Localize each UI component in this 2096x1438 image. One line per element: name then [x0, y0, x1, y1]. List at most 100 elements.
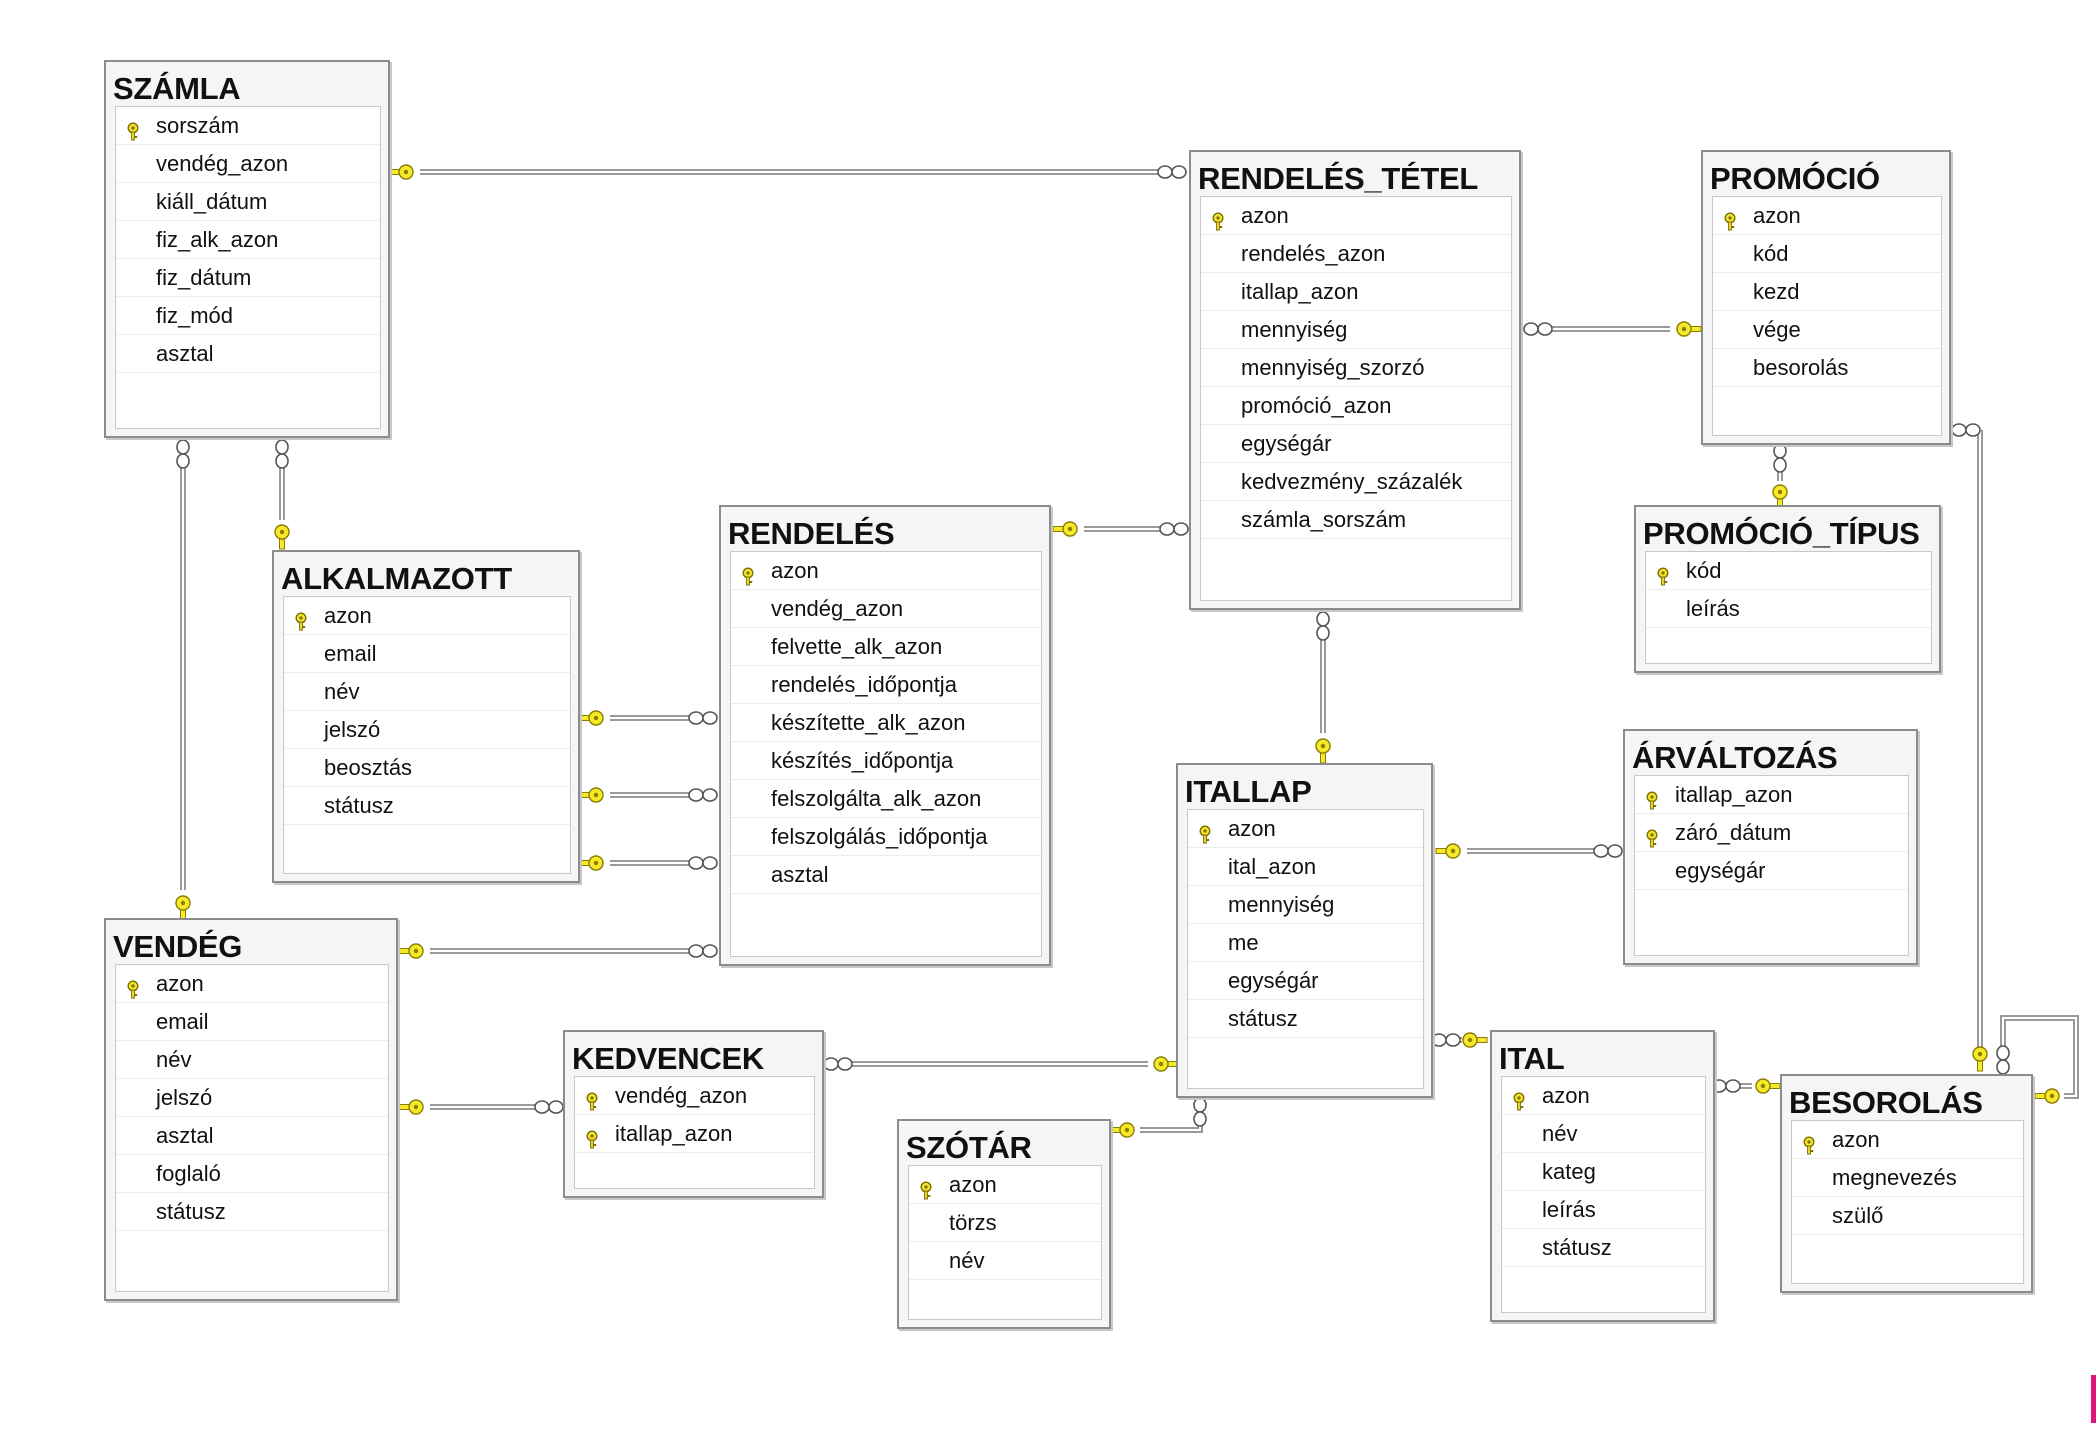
column-row[interactable]: asztal [116, 1117, 388, 1155]
column-row[interactable]: itallap_azon [1635, 776, 1908, 814]
column-row[interactable]: jelszó [284, 711, 570, 749]
column-row[interactable]: ital_azon [1188, 848, 1423, 886]
column-name: azon [1753, 203, 1801, 228]
column-row[interactable]: szülő [1792, 1197, 2023, 1235]
column-row[interactable]: foglaló [116, 1155, 388, 1193]
column-row[interactable]: email [116, 1003, 388, 1041]
column-name: asztal [771, 862, 829, 887]
column-row[interactable]: törzs [909, 1204, 1101, 1242]
column-name: vége [1753, 317, 1801, 342]
column-row[interactable]: státusz [116, 1193, 388, 1231]
column-row[interactable]: felszolgálás_időpontja [731, 818, 1041, 856]
column-row[interactable]: kezd [1713, 273, 1941, 311]
column-row[interactable]: azon [284, 597, 570, 635]
column-row[interactable]: egységár [1201, 425, 1511, 463]
column-row[interactable]: záró_dátum [1635, 814, 1908, 852]
column-row[interactable]: email [284, 635, 570, 673]
column-name: felszolgálás_időpontja [771, 824, 988, 849]
column-row[interactable]: azon [731, 552, 1041, 590]
column-row[interactable]: felvette_alk_azon [731, 628, 1041, 666]
column-row[interactable]: vendég_azon [116, 145, 380, 183]
column-row[interactable]: mennyiség [1188, 886, 1423, 924]
column-row[interactable]: beosztás [284, 749, 570, 787]
column-row[interactable]: készítette_alk_azon [731, 704, 1041, 742]
column-row[interactable]: kiáll_dátum [116, 183, 380, 221]
column-row[interactable]: azon [1502, 1077, 1705, 1115]
column-row[interactable]: név [284, 673, 570, 711]
column-row[interactable]: vendég_azon [575, 1077, 814, 1115]
column-row[interactable]: státusz [284, 787, 570, 825]
rel-besorolas-self [2000, 1015, 2079, 1099]
primary-key-icon [1192, 819, 1218, 844]
column-row[interactable]: egységár [1635, 852, 1908, 890]
column-row[interactable]: me [1188, 924, 1423, 962]
column-row[interactable]: azon [116, 965, 388, 1003]
column-name: foglaló [156, 1161, 221, 1186]
column-row[interactable]: fiz_dátum [116, 259, 380, 297]
column-row[interactable]: itallap_azon [575, 1115, 814, 1153]
column-name: kateg [1542, 1159, 1596, 1184]
column-row[interactable]: név [909, 1242, 1101, 1280]
column-row[interactable]: itallap_azon [1201, 273, 1511, 311]
column-row[interactable]: azon [1713, 197, 1941, 235]
column-name: beosztás [324, 755, 413, 780]
column-row[interactable]: kód [1646, 552, 1931, 590]
column-row[interactable]: státusz [1502, 1229, 1705, 1267]
column-row[interactable]: sorszám [116, 107, 380, 145]
column-row[interactable]: promóció_azon [1201, 387, 1511, 425]
column-row[interactable]: vége [1713, 311, 1941, 349]
column-row[interactable]: egységár [1188, 962, 1423, 1000]
column-row[interactable]: vendég_azon [731, 590, 1041, 628]
column-row[interactable]: mennyiség_szorzó [1201, 349, 1511, 387]
table-title: ITAL [1499, 1041, 1565, 1076]
column-row[interactable]: fiz_alk_azon [116, 221, 380, 259]
column-name: vendég_azon [156, 151, 289, 176]
column-row[interactable]: mennyiség [1201, 311, 1511, 349]
one-end-key-icon [1676, 321, 1702, 337]
column-row[interactable]: kedvezmény_százalék [1201, 463, 1511, 501]
column-row[interactable]: leírás [1646, 590, 1931, 628]
column-row[interactable]: jelszó [116, 1079, 388, 1117]
primary-key-icon [1205, 206, 1231, 231]
column-name: mennyiség_szorzó [1241, 355, 1425, 380]
column-row[interactable]: felszolgálta_alk_azon [731, 780, 1041, 818]
column-row[interactable]: számla_sorszám [1201, 501, 1511, 539]
column-name: itallap_azon [1241, 279, 1359, 304]
column-row[interactable]: név [1502, 1115, 1705, 1153]
column-name: kedvezmény_százalék [1241, 469, 1463, 494]
column-name: státusz [156, 1199, 226, 1224]
column-row[interactable]: név [116, 1041, 388, 1079]
column-row[interactable]: asztal [731, 856, 1041, 894]
column-row[interactable]: asztal [116, 335, 380, 373]
column-row[interactable]: besorolás [1713, 349, 1941, 387]
column-row[interactable]: készítés_időpontja [731, 742, 1041, 780]
column-row[interactable]: státusz [1188, 1000, 1423, 1038]
column-row[interactable]: rendelés_azon [1201, 235, 1511, 273]
column-row[interactable]: azon [1188, 810, 1423, 848]
column-row[interactable]: fiz_mód [116, 297, 380, 335]
column-row[interactable]: kód [1713, 235, 1941, 273]
column-row[interactable]: azon [1201, 197, 1511, 235]
column-row[interactable]: kateg [1502, 1153, 1705, 1191]
column-row[interactable]: leírás [1502, 1191, 1705, 1229]
column-row[interactable]: rendelés_időpontja [731, 666, 1041, 704]
column-row[interactable]: megnevezés [1792, 1159, 2023, 1197]
column-row[interactable]: azon [909, 1166, 1101, 1204]
column-row[interactable]: azon [1792, 1121, 2023, 1159]
column-name: besorolás [1753, 355, 1849, 380]
